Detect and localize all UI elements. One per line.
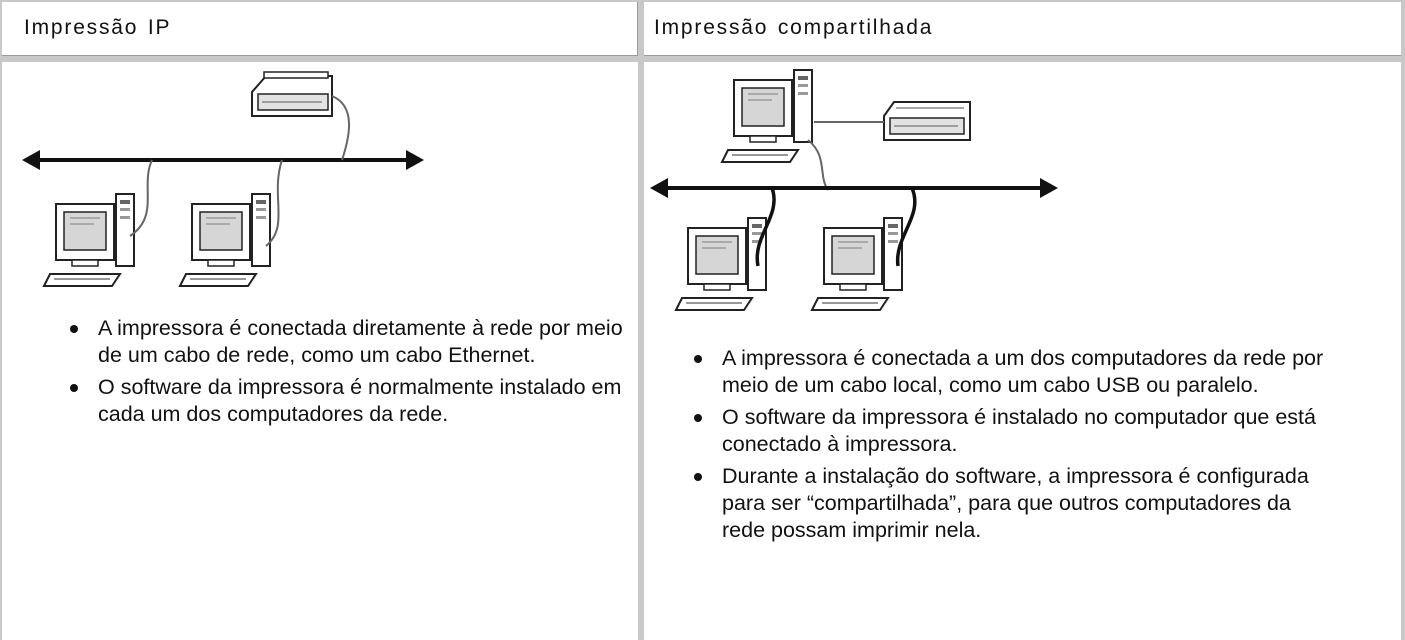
list-item: A impressora é conectada diretamente à r… bbox=[64, 315, 624, 369]
ip-printing-bullets: A impressora é conectada diretamente à r… bbox=[64, 315, 624, 433]
column-header-ip-printing: Impressão IP bbox=[24, 16, 172, 39]
column-header-shared-printing: Impressão compartilhada bbox=[654, 16, 934, 39]
header-cell-right bbox=[644, 2, 1401, 56]
shared-printing-diagram bbox=[650, 69, 1058, 311]
list-item: O software da impressora é instalado no … bbox=[688, 404, 1328, 458]
shared-printing-bullets: A impressora é conectada a um dos comput… bbox=[688, 345, 1328, 549]
table-border-top bbox=[0, 0, 1405, 2]
table-border-right bbox=[1401, 0, 1405, 640]
table-border-left bbox=[0, 0, 2, 640]
column-divider bbox=[638, 0, 644, 640]
list-item: Durante a instalação do software, a impr… bbox=[688, 463, 1328, 544]
list-item: A impressora é conectada a um dos comput… bbox=[688, 345, 1328, 399]
list-item: O software da impressora é normalmente i… bbox=[64, 374, 624, 428]
ip-printing-diagram bbox=[22, 71, 424, 287]
header-divider bbox=[0, 56, 1405, 62]
header-cell-left bbox=[2, 2, 638, 56]
